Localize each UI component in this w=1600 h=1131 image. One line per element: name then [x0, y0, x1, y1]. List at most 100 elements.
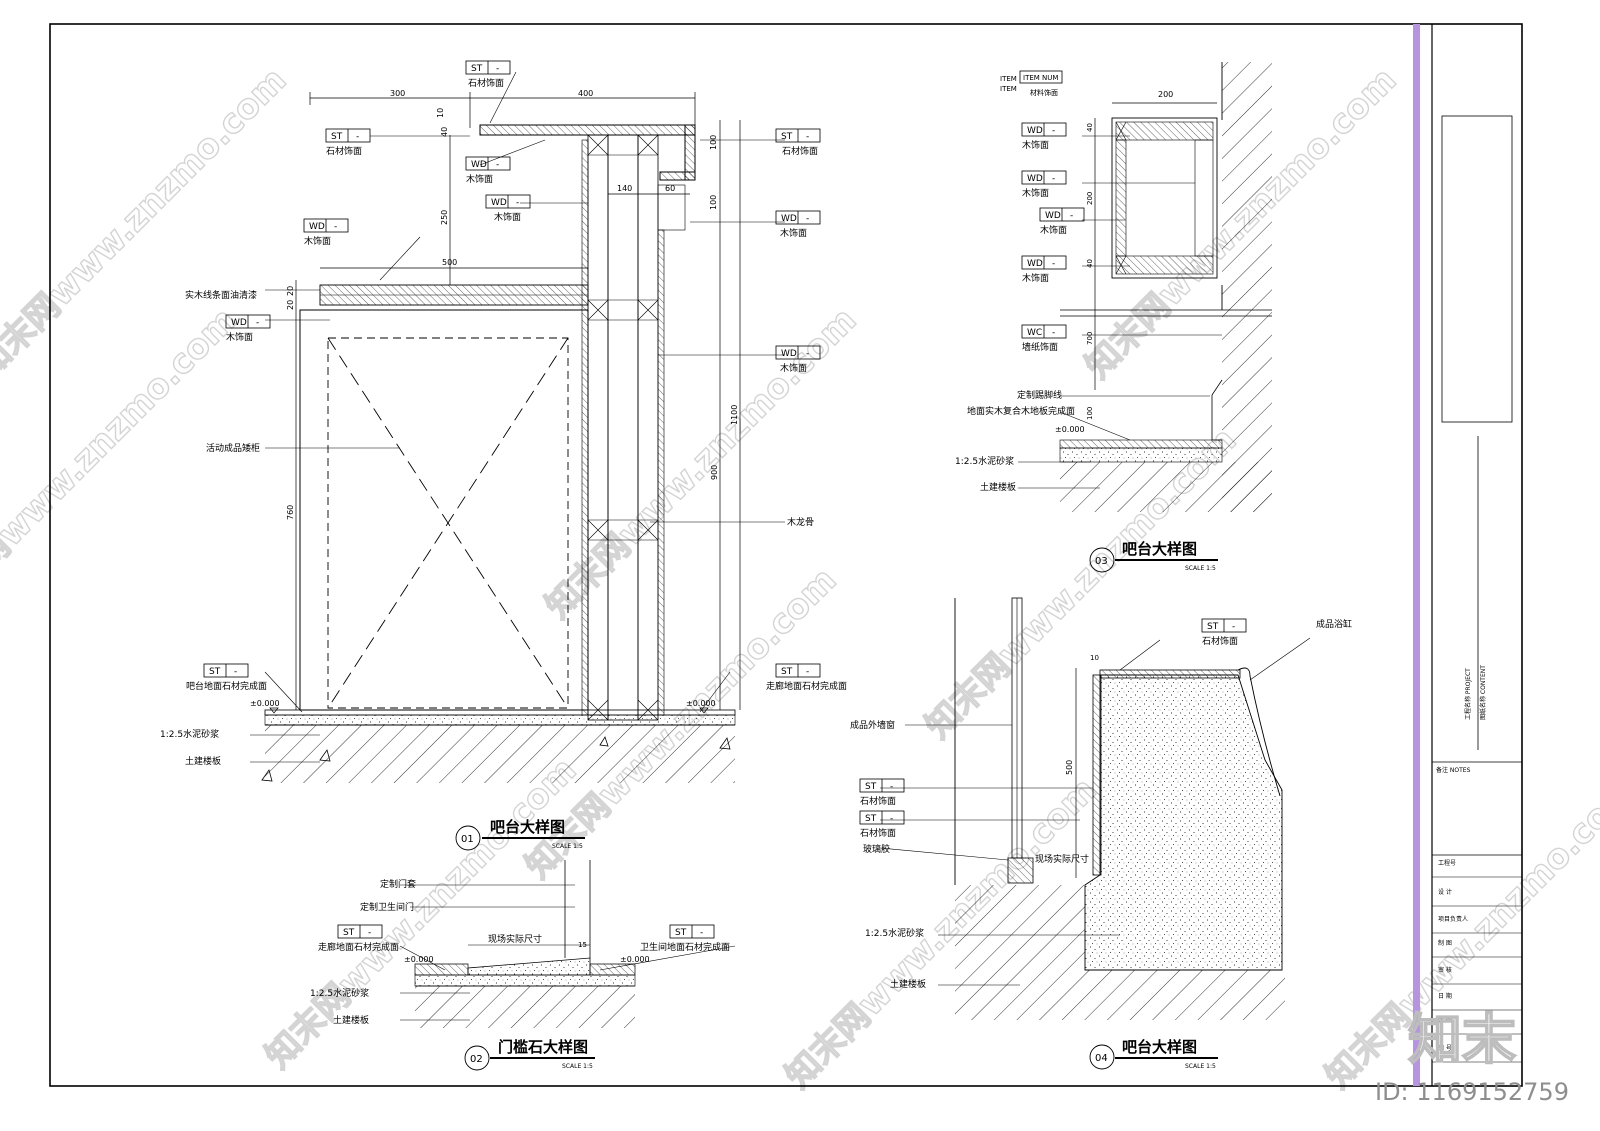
drawing-03: 200 40 200 40 700 100 ITEM ITEM ITEM NUM… [955, 62, 1272, 573]
material-tag-label: 木饰面 [1022, 272, 1049, 284]
d02-slab-hatch [415, 986, 635, 1028]
material-tag: ST-走廊地面石材完成面 [766, 663, 847, 692]
material-tag-label: 石材饰面 [860, 827, 896, 839]
d04-note: 玻璃胶 [863, 843, 890, 855]
d01-dim: 100 [709, 195, 718, 210]
d01-note: 1:2.5水泥砂浆 [160, 728, 219, 740]
d03-legend-box [1019, 70, 1063, 84]
d01-dim: 10 [436, 108, 445, 118]
material-tag: WC-墙纸饰面 [1021, 324, 1067, 353]
d01-number: 01 [461, 834, 474, 845]
d04-note: 成品浴缸 [1316, 618, 1352, 630]
material-tag-label: 木饰面 [226, 331, 253, 343]
material-tag: ST-走廊地面石材完成面 [318, 924, 399, 953]
sheet-divider-strip [1413, 24, 1420, 1086]
d03-legend-num: ITEM NUM [1023, 74, 1058, 82]
material-tag-number: - [1052, 126, 1055, 136]
material-tag-code: ST [471, 64, 483, 74]
title-block-content-label: 图纸名称 CONTENT [1479, 665, 1487, 720]
d02-title: 门槛石大样图 [498, 1038, 588, 1056]
d01-dim: 40 [440, 127, 449, 137]
d03-dim: 200 [1158, 90, 1173, 99]
d01-number-circle [455, 825, 481, 851]
material-tag: WD- 木饰面 [485, 194, 531, 223]
d03-number: 03 [1095, 556, 1108, 567]
d01-dim: 140 [617, 184, 632, 193]
material-tag-label: 木饰面 [780, 362, 807, 374]
material-tag-label: 石材饰面 [860, 795, 896, 807]
material-tag-code: WD [491, 198, 507, 208]
d04-number: 04 [1095, 1053, 1108, 1064]
material-tag-number: - [1232, 622, 1235, 632]
title-block-row-label: 审 核 [1438, 966, 1452, 974]
title-block-project-label: 工程名称 PROJECT [1464, 668, 1472, 720]
material-tag-number: - [1052, 259, 1055, 269]
material-tag-code: ST [865, 814, 877, 824]
d03-legend-item: ITEM [1000, 85, 1017, 93]
material-tag-label: 木饰面 [494, 211, 521, 223]
material-tag-code: ST [331, 132, 343, 142]
title-block-row-label: 设 计 [1438, 888, 1452, 896]
material-tag: WD-木饰面 [1021, 122, 1067, 151]
material-tag-code: ST [781, 667, 793, 677]
d04-dim: 现场实际尺寸 [1035, 853, 1089, 865]
watermark-brand: 知末 [1408, 1008, 1516, 1071]
d04-note: 土建楼板 [890, 978, 926, 990]
d01-dim: 900 [710, 465, 719, 480]
d03-note: 定制踢脚线 [1017, 389, 1062, 401]
watermark-text: 知末网www.znzmo.com [0, 300, 244, 626]
drawing-04: 500 10 现场实际尺寸 成品浴缸 成品外墙窗 玻璃胶 1:2.5水泥砂浆 土… [850, 597, 1352, 1070]
material-tag-number: - [1052, 174, 1055, 184]
title-block-row-label: 制 图 [1438, 939, 1452, 947]
material-tag-number: - [700, 928, 703, 938]
d01-dim: 1100 [730, 405, 739, 425]
material-tag-number: - [356, 132, 359, 142]
d04-dim: 10 [1090, 654, 1099, 662]
title-block-notes-label: 备注 NOTES [1436, 766, 1471, 774]
material-tag: ST-吧台地面石材完成面 [186, 663, 267, 692]
d03-note: 土建楼板 [980, 481, 1016, 493]
d01-note: 实木线条面油清漆 [185, 289, 257, 301]
material-tag-code: WD [471, 160, 487, 170]
material-tag: WD-木饰面 [775, 210, 821, 239]
d02-datum-left: ±0.000 [404, 955, 434, 964]
material-tag-number: - [496, 64, 499, 74]
sheet-border [49, 23, 1523, 1087]
material-tag: ST - 石材饰面 [859, 778, 905, 807]
material-tag-number: - [890, 782, 893, 792]
d04-title: 吧台大样图 [1122, 1038, 1197, 1056]
material-tag-number: - [890, 814, 893, 824]
material-tag-number: - [334, 222, 337, 232]
material-tag-label: 石材饰面 [782, 145, 818, 157]
d01-cabinet [299, 309, 589, 711]
material-tag: ST-石材饰面 [775, 128, 821, 157]
d01-note: 土建楼板 [185, 755, 221, 767]
d04-dim: 500 [1065, 760, 1074, 775]
d02-note: 土建楼板 [333, 1014, 369, 1026]
material-tag-label: 石材饰面 [1202, 635, 1238, 647]
material-tag-label: 木饰面 [780, 227, 807, 239]
material-tag-code: ST [865, 782, 877, 792]
d02-note: 定制卫生间门 [360, 901, 414, 913]
material-tag-number: - [806, 667, 809, 677]
d01-scale: SCALE 1:5 [552, 843, 583, 850]
title-block: 工程名称 PROJECT 图纸名称 CONTENT 备注 NOTES 工程号设 … [1432, 115, 1522, 1063]
d01-dim: 60 [665, 184, 675, 193]
d01-slab-hatch [265, 725, 735, 783]
d03-dim: 40 [1086, 123, 1094, 132]
d02-note: 定制门套 [380, 878, 416, 890]
d01-datum-left: ±0.000 [250, 699, 280, 708]
d02-number-circle [464, 1045, 490, 1071]
material-tag-code: WC [1027, 328, 1042, 338]
material-tag-number: - [516, 198, 519, 208]
d03-legend-sub: 材料饰面 [1030, 88, 1058, 97]
title-block-row-label: 项目负责人 [1438, 915, 1468, 923]
material-tag: ST-卫生间地面石材完成面 [640, 924, 730, 953]
d01-dim: 760 [286, 505, 295, 520]
d04-number-circle [1089, 1044, 1115, 1070]
d03-datum: ±0.000 [1055, 425, 1085, 434]
material-tag-number: - [1052, 328, 1055, 338]
d01-dim: 20 [286, 300, 295, 310]
material-tag-code: ST [781, 132, 793, 142]
d01-dim: 400 [578, 89, 593, 98]
